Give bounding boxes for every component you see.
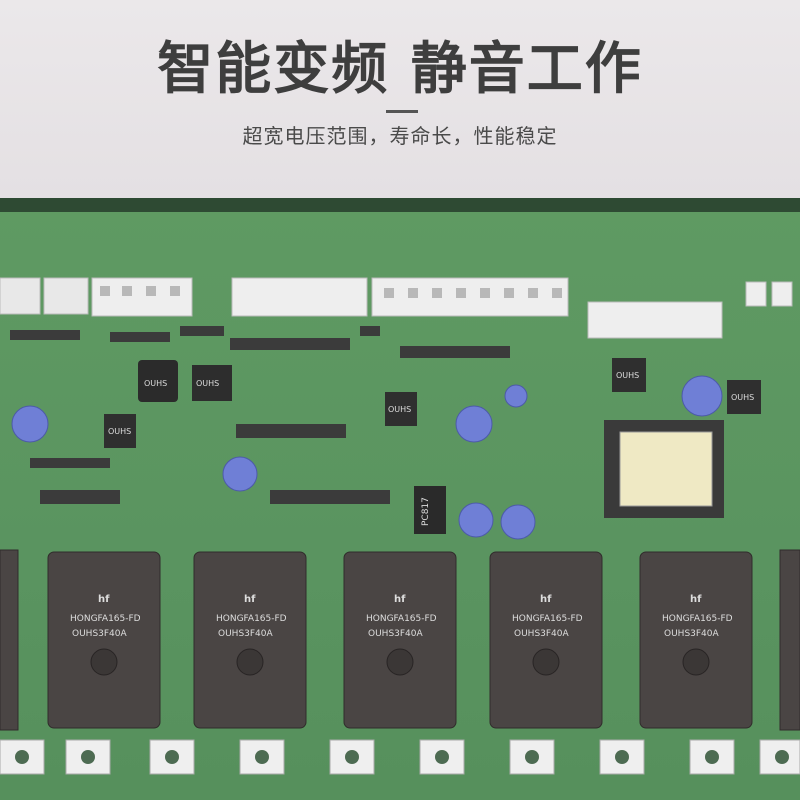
board-edge xyxy=(0,198,800,212)
svg-text:hf: hf xyxy=(690,594,702,605)
svg-text:OUHS: OUHS xyxy=(388,405,411,414)
svg-text:HONGFA165-FD: HONGFA165-FD xyxy=(512,614,583,624)
title-divider xyxy=(386,110,418,113)
svg-text:hf: hf xyxy=(394,594,406,605)
svg-text:OUHS3F40A: OUHS3F40A xyxy=(368,629,424,639)
svg-text:OUHS3F40A: OUHS3F40A xyxy=(72,629,128,639)
svg-text:OUHS: OUHS xyxy=(616,371,639,380)
relay-holes xyxy=(90,648,710,676)
chip-labels: OUHS OUHS OUHS OUHS OUHS OUHS xyxy=(108,371,754,436)
relay-labels: HONGFA165-FD OUHS3F40A HONGFA165-FD OUHS… xyxy=(70,614,733,639)
svg-text:OUHS3F40A: OUHS3F40A xyxy=(514,629,570,639)
svg-text:hf: hf xyxy=(98,594,110,605)
svg-text:HONGFA165-FD: HONGFA165-FD xyxy=(216,614,287,624)
optocoupler-label: PC817 xyxy=(421,497,431,526)
capacitors xyxy=(11,375,723,540)
svg-text:OUHS: OUHS xyxy=(108,427,131,436)
page-subtitle: 超宽电压范围，寿命长，性能稳定 xyxy=(242,124,558,148)
svg-text:hf: hf xyxy=(540,594,552,605)
connector-header-1 xyxy=(0,277,793,339)
relays xyxy=(0,549,800,731)
svg-text:HONGFA165-FD: HONGFA165-FD xyxy=(70,614,141,624)
terminal-pads xyxy=(0,739,800,775)
resistor-array xyxy=(10,326,510,504)
svg-text:OUHS: OUHS xyxy=(144,379,167,388)
svg-text:OUHS: OUHS xyxy=(731,393,754,402)
relay-logos: hf hf hf hf hf xyxy=(98,594,702,605)
connector-pins xyxy=(100,286,562,298)
svg-text:OUHS3F40A: OUHS3F40A xyxy=(664,629,720,639)
svg-text:hf: hf xyxy=(244,594,256,605)
svg-text:HONGFA165-FD: HONGFA165-FD xyxy=(662,614,733,624)
terminal-holes xyxy=(15,750,789,764)
svg-text:OUHS: OUHS xyxy=(196,379,219,388)
svg-text:HONGFA165-FD: HONGFA165-FD xyxy=(366,614,437,624)
transformer xyxy=(604,420,724,518)
header-banner: 智能变频 静音工作 超宽电压范围，寿命长，性能稳定 xyxy=(0,0,800,198)
page-title: 智能变频 静音工作 xyxy=(157,37,643,102)
ic-chips xyxy=(104,358,761,534)
svg-text:OUHS3F40A: OUHS3F40A xyxy=(218,629,274,639)
